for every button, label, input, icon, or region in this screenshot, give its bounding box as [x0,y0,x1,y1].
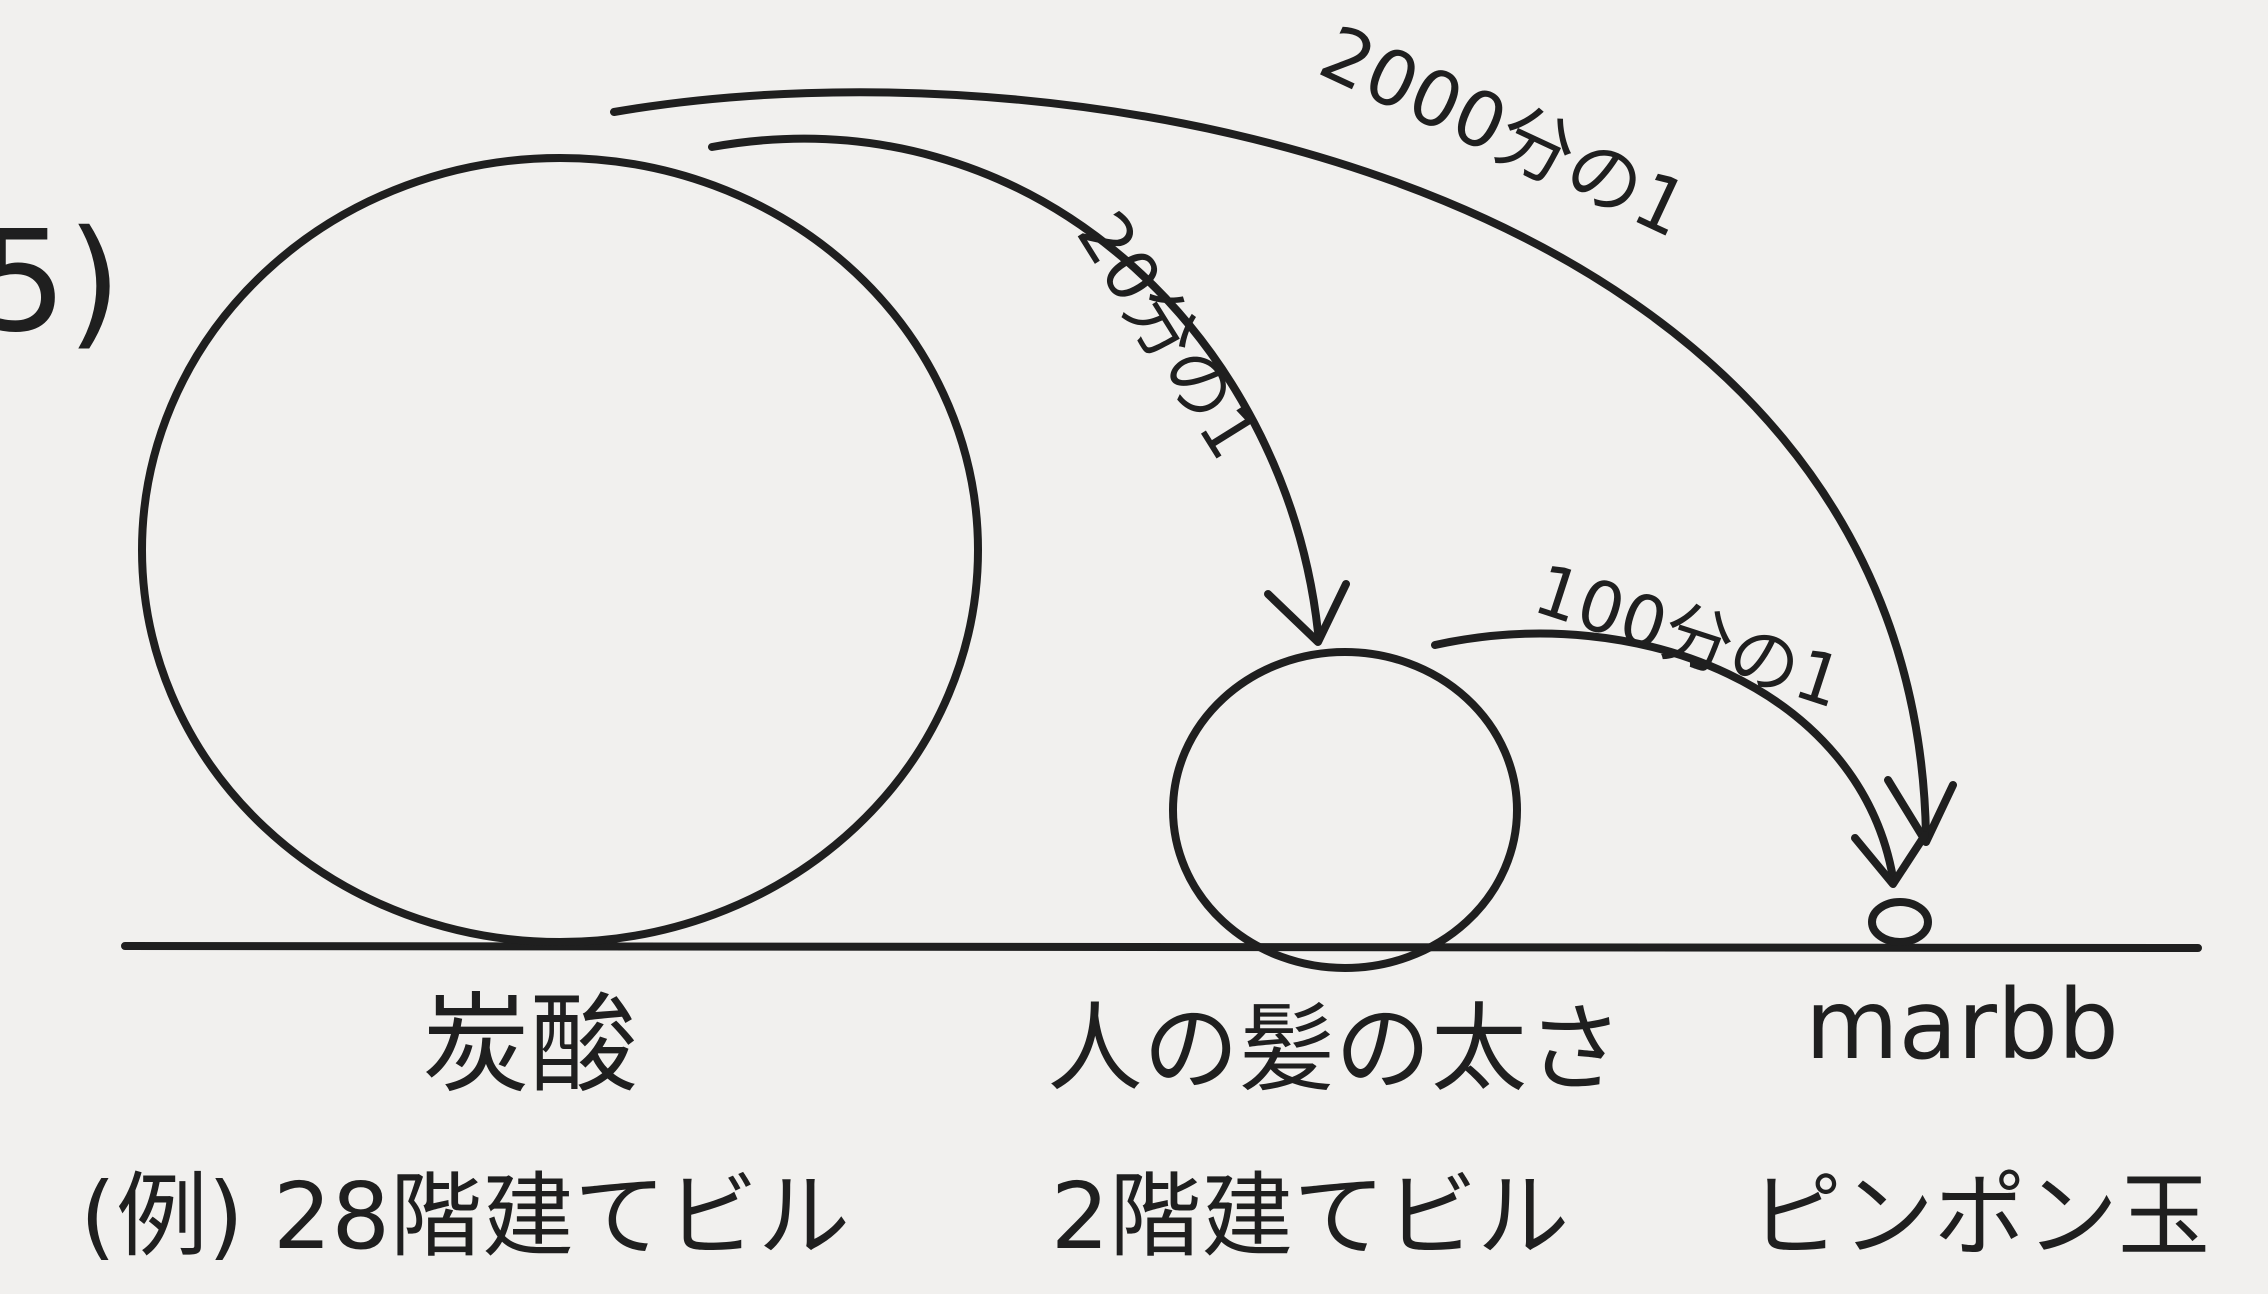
example-marble: ピンポン玉 [1750,1163,2210,1270]
arrow-20x-line [708,134,1322,636]
arrow-2000x-head [1884,776,1957,846]
label-carbonic-acid: 炭酸 [422,983,638,1108]
ground-line [121,942,2202,952]
arrow-100x-line [1431,629,1897,882]
arrow-2000x-line [610,88,1930,840]
arrow-20x-head [1264,580,1350,646]
marble-circle [1868,898,1932,946]
label-human-hair: 人の髪の太さ [1047,993,1623,1105]
section-marker: 5) [0,201,122,364]
example-human-hair: 2階建てビル [1051,1163,1570,1270]
carbonic-acid-circle [138,154,982,946]
example-carbonic-acid: (例) 28階建てビル [80,1163,850,1270]
human-hair-circle [1169,648,1521,972]
arrow-100x-head [1851,831,1929,888]
label-marble: marbb [1805,969,2119,1081]
